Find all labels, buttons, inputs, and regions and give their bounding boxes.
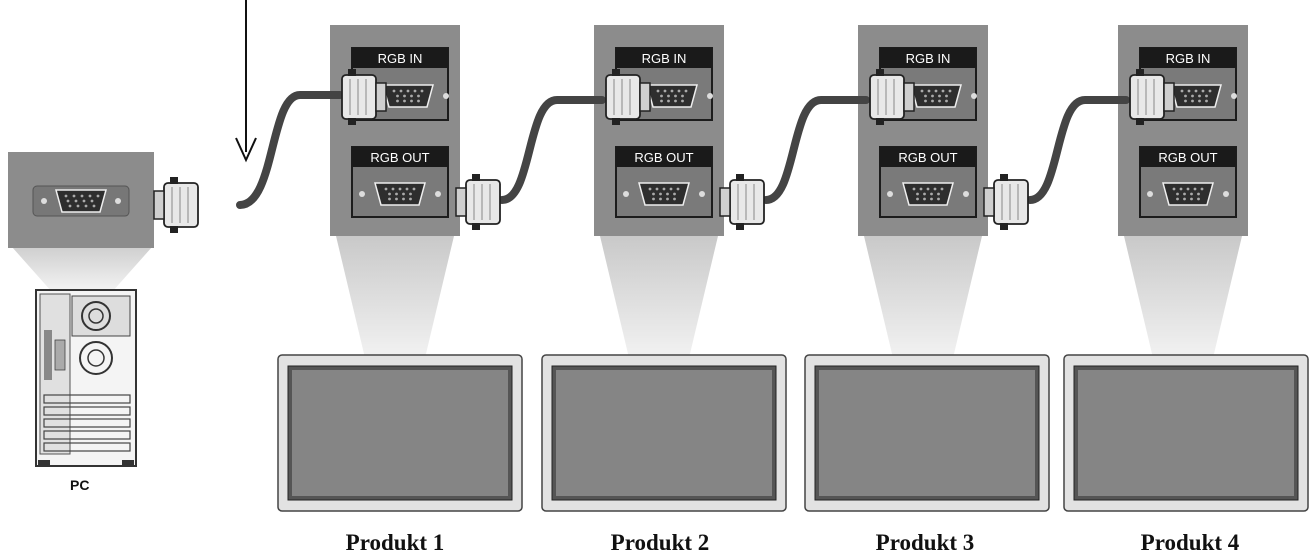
- zoom-cone: [336, 236, 454, 358]
- zoom-cone: [864, 236, 982, 358]
- cable-icon: [236, 91, 344, 209]
- vga-connector-icon: [719, 174, 765, 230]
- product-3: RGB IN RGB OUT Produkt 3: [804, 25, 1050, 555]
- rgb-out-label: RGB OUT: [898, 150, 957, 165]
- vga-connector-icon: [1129, 69, 1175, 125]
- rgb-in-label: RGB IN: [378, 51, 423, 66]
- monitor-icon: [277, 354, 523, 512]
- cable-icon: [1026, 96, 1130, 204]
- cable-icon: [762, 96, 870, 204]
- down-arrow-icon: [235, 0, 257, 163]
- rgb-out-port: RGB OUT: [879, 146, 977, 218]
- rgb-out-port: RGB OUT: [1139, 146, 1237, 218]
- pc-label: PC: [70, 477, 89, 493]
- vga-port-icon: [1147, 182, 1229, 206]
- pc-group: PC: [8, 152, 154, 493]
- vga-port-icon: [623, 182, 705, 206]
- vga-connector-icon: [341, 69, 387, 125]
- zoom-cone: [1124, 236, 1242, 358]
- rgb-in-label: RGB IN: [642, 51, 687, 66]
- cable-icon: [498, 96, 606, 204]
- vga-connector-icon: [153, 177, 199, 233]
- product-label: Produkt 2: [611, 530, 710, 555]
- vga-connector-icon: [869, 69, 915, 125]
- rgb-out-port: RGB OUT: [615, 146, 713, 218]
- zoom-cone: [600, 236, 718, 358]
- product-label: Produkt 4: [1141, 530, 1240, 555]
- vga-connector-icon: [605, 69, 651, 125]
- rgb-out-port: RGB OUT: [351, 146, 449, 218]
- products-layer: RGB IN RGB OUT Produkt 1 RGB IN RGB OUT Produ…: [277, 25, 1309, 555]
- rgb-out-label: RGB OUT: [1158, 150, 1217, 165]
- pc-tower-icon: [35, 289, 137, 467]
- product-label: Produkt 1: [346, 530, 445, 555]
- pc-zoom-cone: [12, 247, 152, 292]
- vga-port-icon: [32, 185, 130, 217]
- monitor-icon: [541, 354, 787, 512]
- vga-port-icon: [359, 182, 441, 206]
- product-1: RGB IN RGB OUT Produkt 1: [277, 25, 523, 555]
- vga-connector-icon: [455, 174, 501, 230]
- product-label: Produkt 3: [876, 530, 975, 555]
- vga-port-icon: [887, 182, 969, 206]
- monitor-icon: [804, 354, 1050, 512]
- rgb-out-label: RGB OUT: [634, 150, 693, 165]
- vga-port-icon: [367, 84, 449, 108]
- product-2: RGB IN RGB OUT Produkt 2: [541, 25, 787, 555]
- rgb-in-port: RGB IN: [615, 47, 713, 121]
- rgb-in-port: RGB IN: [879, 47, 977, 121]
- rgb-in-label: RGB IN: [906, 51, 951, 66]
- cables-layer: [153, 69, 1175, 233]
- vga-port-icon: [631, 84, 713, 108]
- monitor-icon: [1063, 354, 1309, 512]
- rgb-in-label: RGB IN: [1166, 51, 1211, 66]
- product-4: RGB IN RGB OUT Produkt 4: [1063, 25, 1309, 555]
- vga-connector-icon: [983, 174, 1029, 230]
- rgb-out-label: RGB OUT: [370, 150, 429, 165]
